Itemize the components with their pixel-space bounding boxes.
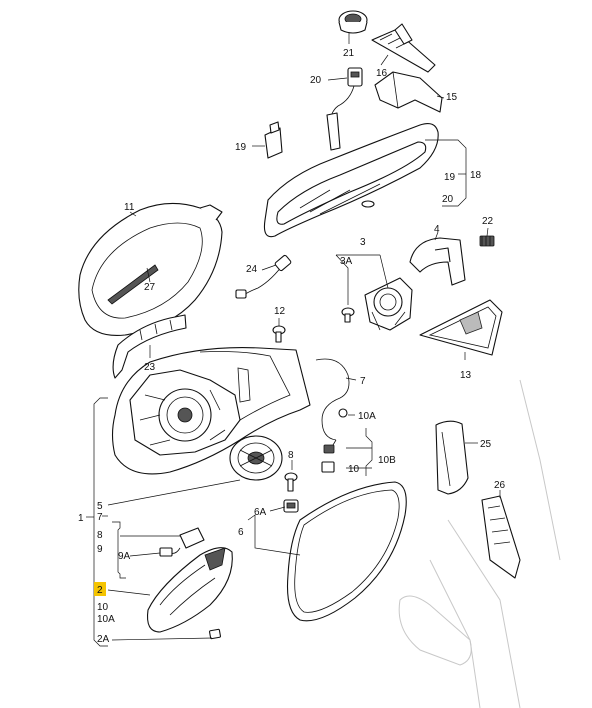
interior-rearview-mirror <box>263 123 439 238</box>
callout-12: 12 <box>274 306 286 317</box>
turn-signal-cable <box>235 254 292 299</box>
callout-11: 11 <box>124 202 135 213</box>
callout-23: 23 <box>144 362 156 373</box>
sensor-cover-bracket <box>371 23 436 73</box>
callout-24: 24 <box>246 264 258 275</box>
door-outline-ghost <box>398 379 561 708</box>
callout-9A: 9A <box>118 551 131 562</box>
screw-3A <box>341 307 355 323</box>
callout-22: 22 <box>482 216 494 227</box>
triangle-cover-trim <box>419 299 503 356</box>
callout-19b: 19 <box>444 172 456 183</box>
cover-clip <box>264 121 283 159</box>
heater-connector-6A <box>283 499 299 513</box>
mirror-housing <box>78 202 223 336</box>
callout-16: 16 <box>376 68 388 79</box>
callout-labels: 21 16 20 15 19 19 18 20 11 27 4 22 3 3A … <box>78 48 506 645</box>
callout-3: 3 <box>360 237 366 248</box>
callout-18: 18 <box>470 170 482 181</box>
lower-cover-strip <box>112 314 187 379</box>
callout-2: 2 <box>97 585 103 596</box>
callout-10: 10 <box>348 464 360 475</box>
callout-25: 25 <box>480 439 492 450</box>
mirror-base-cover <box>374 71 443 113</box>
connector-wiring <box>326 67 363 151</box>
callout-6: 6 <box>238 527 244 538</box>
callout-21: 21 <box>343 48 355 59</box>
adjustment-disc <box>229 435 283 481</box>
mirror-wiring-harness <box>315 358 350 473</box>
trim-cover-25 <box>435 420 469 495</box>
callout-20b: 20 <box>442 194 454 205</box>
cable-connector-8 <box>159 527 205 557</box>
callout-10c: 10 <box>97 602 109 613</box>
callout-20: 20 <box>310 75 322 86</box>
callout-2A: 2A <box>97 634 110 645</box>
callout-26: 26 <box>494 480 506 491</box>
adjustment-unit <box>364 277 413 331</box>
callout-6A: 6A <box>254 507 267 518</box>
callout-8b: 8 <box>97 530 103 541</box>
callout-10Ab: 10A <box>97 614 115 625</box>
callout-4: 4 <box>434 224 440 235</box>
callout-27: 27 <box>144 282 156 293</box>
callout-5: 5 <box>97 501 103 512</box>
callout-9: 9 <box>97 544 103 555</box>
callout-8: 8 <box>288 450 294 461</box>
callout-13: 13 <box>460 370 472 381</box>
retaining-clip-22 <box>479 235 495 247</box>
triangle-bracket-26 <box>481 495 521 579</box>
callout-19: 19 <box>235 142 247 153</box>
callout-15: 15 <box>446 92 458 103</box>
mirror-base-assembly <box>111 347 311 475</box>
screw-8 <box>284 472 298 492</box>
mirror-glass <box>286 481 407 622</box>
leader-lines <box>86 32 501 647</box>
callout-3A: 3A <box>340 256 353 267</box>
callout-7: 7 <box>360 376 366 387</box>
callout-1: 1 <box>78 513 84 524</box>
highlight-marker <box>94 582 106 596</box>
callout-10A: 10A <box>358 411 376 422</box>
callout-10B: 10B <box>378 455 396 466</box>
turn-signal-lamp <box>146 547 233 640</box>
mirror-mounting-bracket <box>409 237 466 286</box>
rain-light-sensor <box>338 10 368 34</box>
screw-12 <box>272 325 286 343</box>
callout-7b: 7 <box>97 512 103 523</box>
